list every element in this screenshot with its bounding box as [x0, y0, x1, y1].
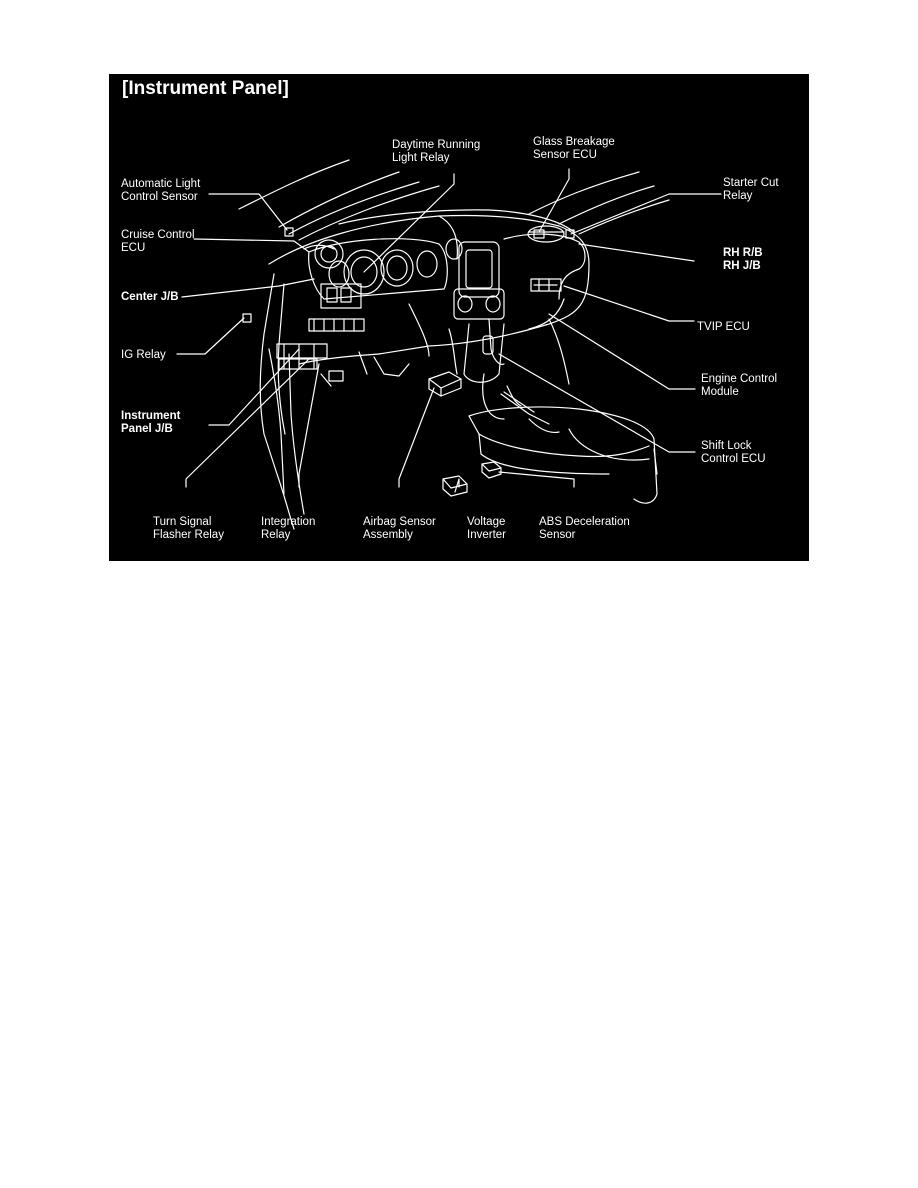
label-integration-relay: Integration Relay — [261, 516, 316, 541]
ig-relay-marker — [242, 313, 252, 323]
diagram-title: [Instrument Panel] — [122, 78, 289, 99]
label-glass-breakage-sensor-ecu: Glass Breakage Sensor ECU — [533, 136, 615, 161]
label-airbag-sensor-assembly: Airbag Sensor Assembly — [363, 516, 436, 541]
label-tvip-ecu: TVIP ECU — [697, 321, 750, 333]
label-abs-deceleration-sensor: ABS Deceleration Sensor — [539, 516, 630, 541]
abs-sensor-box — [481, 461, 502, 479]
label-daytime-running-light-relay: Daytime Running Light Relay — [392, 139, 481, 164]
label-turn-signal-flasher-relay: Turn Signal Flasher Relay — [153, 516, 224, 541]
label-center-jb: Center J/B — [121, 291, 179, 303]
windshield-lines — [238, 159, 670, 241]
dashboard-outline — [259, 209, 590, 530]
left-switch-area — [303, 239, 365, 332]
center-console — [468, 385, 658, 504]
center-stack — [445, 238, 505, 420]
instrument-panel-diagram: [Instrument Panel] Daytime Running Light… — [109, 74, 809, 561]
label-instrument-panel-jb: Instrument Panel J/B — [121, 410, 181, 435]
label-engine-control-module: Engine Control Module — [701, 373, 778, 398]
label-shift-lock-control-ecu: Shift Lock Control ECU — [701, 440, 766, 465]
label-ig-relay: IG Relay — [121, 349, 166, 361]
label-voltage-inverter: Voltage Inverter — [467, 516, 506, 541]
right-dash-area — [373, 225, 586, 385]
airbag-sensor-box — [428, 371, 462, 397]
label-starter-cut-relay: Starter Cut Relay — [723, 177, 779, 202]
glass-breakage-ecu-marker — [533, 229, 545, 239]
label-rh-rb-rh-jb: RH R/B RH J/B — [723, 247, 763, 272]
starter-cut-relay-marker — [565, 229, 575, 239]
leader-lines — [176, 168, 722, 493]
dashboard-illustration — [176, 159, 722, 530]
instrument-cluster — [308, 238, 448, 300]
auto-light-sensor-marker — [284, 227, 294, 237]
label-automatic-light-control-sensor: Automatic Light Control Sensor — [121, 178, 201, 203]
voltage-inverter-box — [442, 475, 468, 497]
label-cruise-control-ecu: Cruise Control ECU — [121, 229, 195, 254]
